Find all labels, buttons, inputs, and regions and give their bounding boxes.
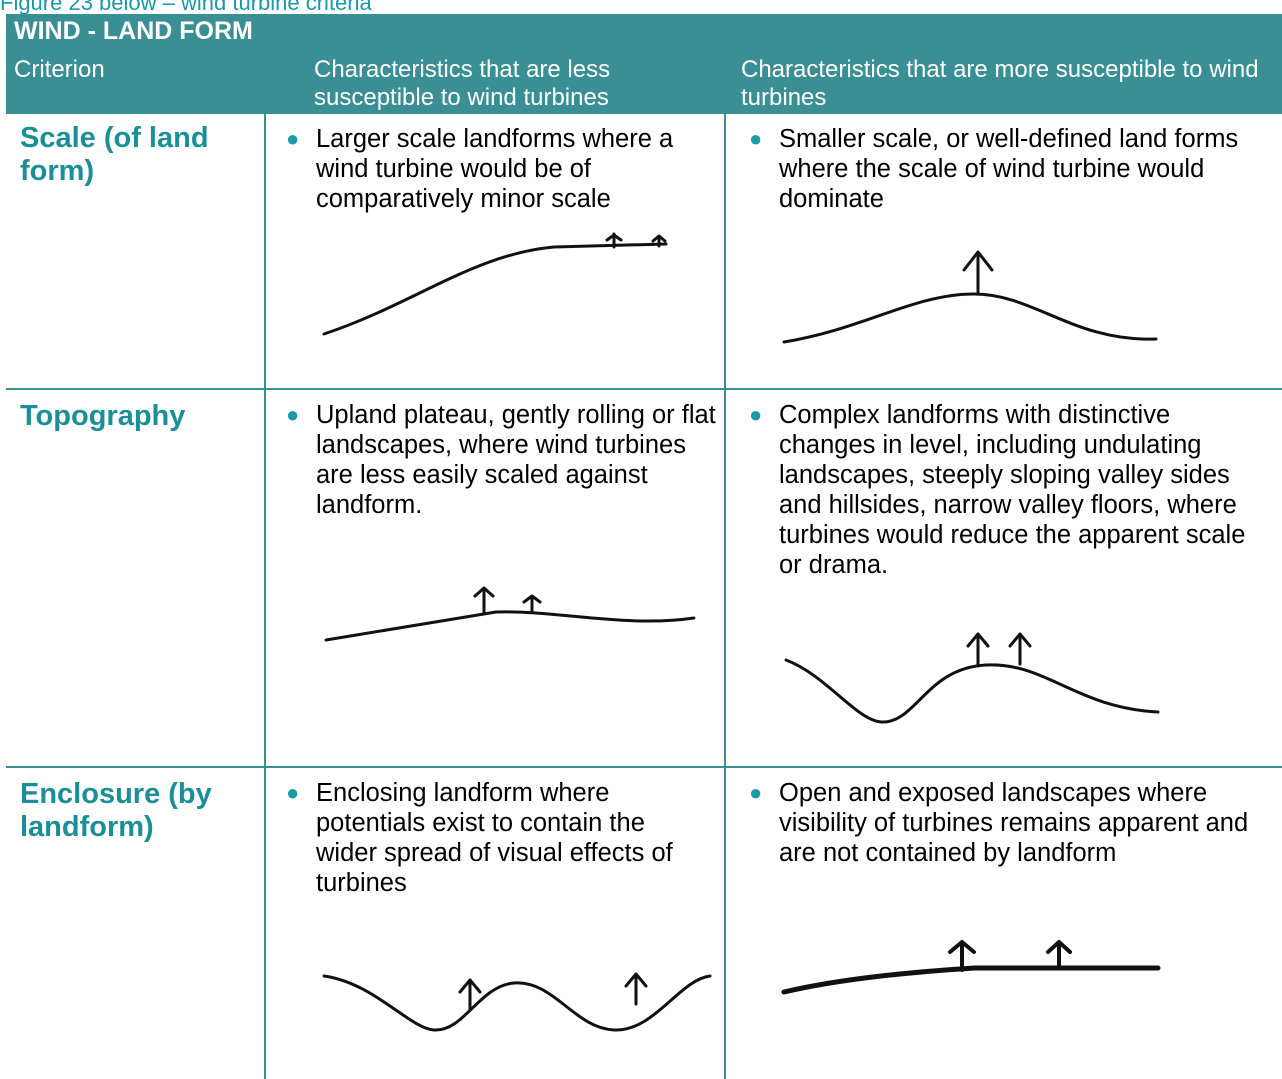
figure-caption: Figure 23 below – wind turbine criteria: [0, 0, 372, 15]
table-row: Topography ● Upland plateau, gently roll…: [6, 390, 1282, 766]
less-susceptible-text: ● Upland plateau, gently rolling or flat…: [286, 401, 716, 519]
small-landform-sketch-icon: [782, 250, 1158, 344]
criterion-label: Scale (of land form): [20, 122, 209, 187]
bullet-icon: ●: [749, 126, 763, 151]
bullet-icon: ●: [749, 780, 763, 805]
enclosing-landform-sketch-icon: [322, 972, 712, 1032]
bullet-icon: ●: [286, 780, 300, 805]
less-susceptible-text: ● Enclosing landform where potentials ex…: [286, 779, 673, 897]
row-divider: [6, 388, 1282, 390]
less-susceptible-text: ● Larger scale landforms where a wind tu…: [286, 125, 674, 213]
more-susceptible-text: ● Open and exposed landscapes where visi…: [749, 779, 1249, 867]
large-landform-sketch-icon: [322, 232, 668, 336]
bullet-icon: ●: [749, 402, 763, 427]
table-title: WIND - LAND FORM: [14, 17, 253, 45]
column-divider: [264, 114, 266, 1079]
criterion-label: Topography: [20, 400, 186, 432]
plateau-sketch-icon: [324, 586, 696, 642]
table-row: Scale (of land form) ● Larger scale land…: [6, 114, 1282, 388]
header-more-susceptible: Characteristics that are more susceptibl…: [741, 56, 1259, 111]
table-header: WIND - LAND FORM Criterion Characteristi…: [6, 14, 1282, 114]
bullet-icon: ●: [286, 126, 300, 151]
undulating-landform-sketch-icon: [784, 632, 1160, 724]
column-divider: [724, 114, 726, 1079]
exposed-landscape-sketch-icon: [781, 940, 1161, 995]
criteria-table: WIND - LAND FORM Criterion Characteristi…: [6, 14, 1282, 1079]
criterion-label: Enclosure (by landform): [20, 778, 212, 843]
more-susceptible-text: ● Complex landforms with distinctive cha…: [749, 401, 1246, 579]
header-less-susceptible: Characteristics that are less susceptibl…: [314, 56, 611, 111]
more-susceptible-text: ● Smaller scale, or well-defined land fo…: [749, 125, 1239, 213]
row-divider: [6, 766, 1282, 768]
header-criterion: Criterion: [14, 56, 105, 83]
table-row: Enclosure (by landform) ● Enclosing land…: [6, 768, 1282, 1079]
bullet-icon: ●: [286, 402, 300, 427]
